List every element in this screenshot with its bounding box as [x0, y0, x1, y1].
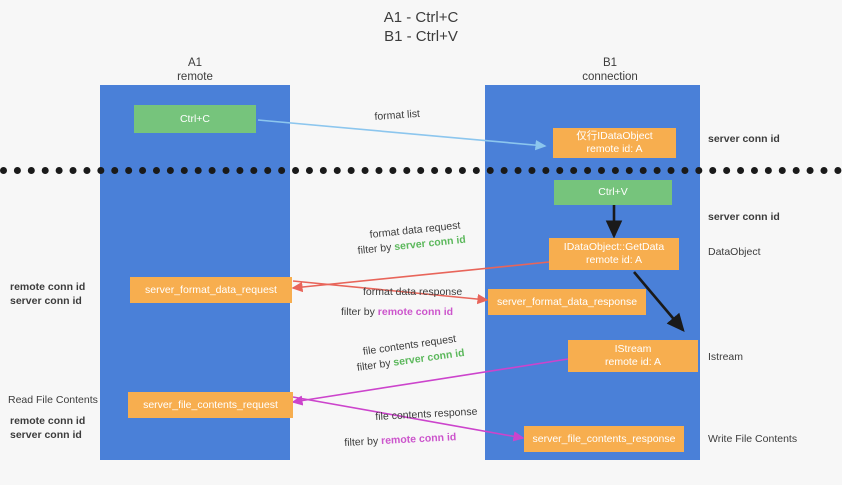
label-format-data-response: format data response	[363, 286, 463, 298]
note-write-file-contents: Write File Contents	[708, 433, 798, 445]
box-server-file-contents-request[interactable]: server_file_contents_request	[128, 392, 293, 418]
arrow-format-data-response	[292, 280, 489, 305]
box-istream[interactable]: IStream remote id: A	[568, 340, 698, 372]
phase-separator	[0, 167, 842, 174]
arrow-getdata-istream	[633, 271, 685, 332]
box-server-file-contents-response[interactable]: server_file_contents_response	[524, 426, 684, 452]
box-getdata-line1: IDataObject::GetData	[563, 241, 665, 253]
note-server-conn-id-top: server conn id	[708, 133, 780, 145]
note-istream: Istream	[708, 351, 744, 363]
column-b1-name: B1	[602, 57, 618, 69]
box-getdata-line2: remote id: A	[585, 254, 643, 266]
label-format-data-response-filter: filter by remote conn id	[341, 305, 453, 319]
filter-by-text-4: filter by	[344, 435, 379, 449]
box-idataobject-line1: 仅行IDataObject	[576, 130, 653, 142]
note-server-conn-id-left-bottom: server conn id	[10, 429, 82, 441]
arrow-format-list	[257, 119, 547, 151]
box-idataobject-line2: remote id: A	[586, 143, 643, 155]
box-server-format-data-response[interactable]: server_format_data_response	[488, 289, 646, 315]
box-istream-line1: IStream	[614, 343, 652, 355]
column-a1-name: A1	[187, 57, 203, 69]
arrow-file-contents-response	[292, 396, 525, 442]
title-line-2: B1 - Ctrl+V	[384, 28, 458, 45]
box-istream-line2: remote id: A	[604, 356, 662, 368]
box-idataobject-getdata[interactable]: IDataObject::GetData remote id: A	[549, 238, 679, 270]
filter-remote-conn-id-1: remote conn id	[377, 306, 454, 318]
note-read-file-contents: Read File Contents	[8, 394, 98, 406]
column-a1-sub: remote	[177, 70, 213, 83]
note-remote-conn-id-bottom: remote conn id	[10, 415, 86, 427]
arrow-format-data-request	[291, 261, 550, 293]
box-idataobject[interactable]: 仅行IDataObject remote id: A	[553, 128, 676, 158]
column-header-b1: B1 connection	[535, 57, 685, 84]
box-server-format-data-request[interactable]: server_format_data_request	[130, 277, 292, 303]
filter-by-text-2: filter by	[341, 306, 375, 318]
box-ctrl-v[interactable]: Ctrl+V	[554, 180, 672, 205]
arrow-file-contents-request	[291, 358, 569, 406]
note-server-conn-id-mid: server conn id	[708, 211, 780, 223]
note-dataobject: DataObject	[708, 246, 761, 258]
page-title: A1 - Ctrl+C B1 - Ctrl+V	[0, 8, 842, 46]
note-server-conn-id-left-top: server conn id	[10, 295, 82, 307]
title-line-1: A1 - Ctrl+C	[383, 9, 459, 26]
column-b1-sub: connection	[582, 70, 638, 83]
column-header-a1: A1 remote	[125, 57, 265, 84]
note-remote-conn-id-top: remote conn id	[10, 281, 86, 293]
box-ctrl-c[interactable]: Ctrl+C	[134, 105, 256, 133]
filter-remote-conn-id-2: remote conn id	[380, 431, 457, 448]
filter-by-text-1: filter by	[357, 241, 393, 257]
